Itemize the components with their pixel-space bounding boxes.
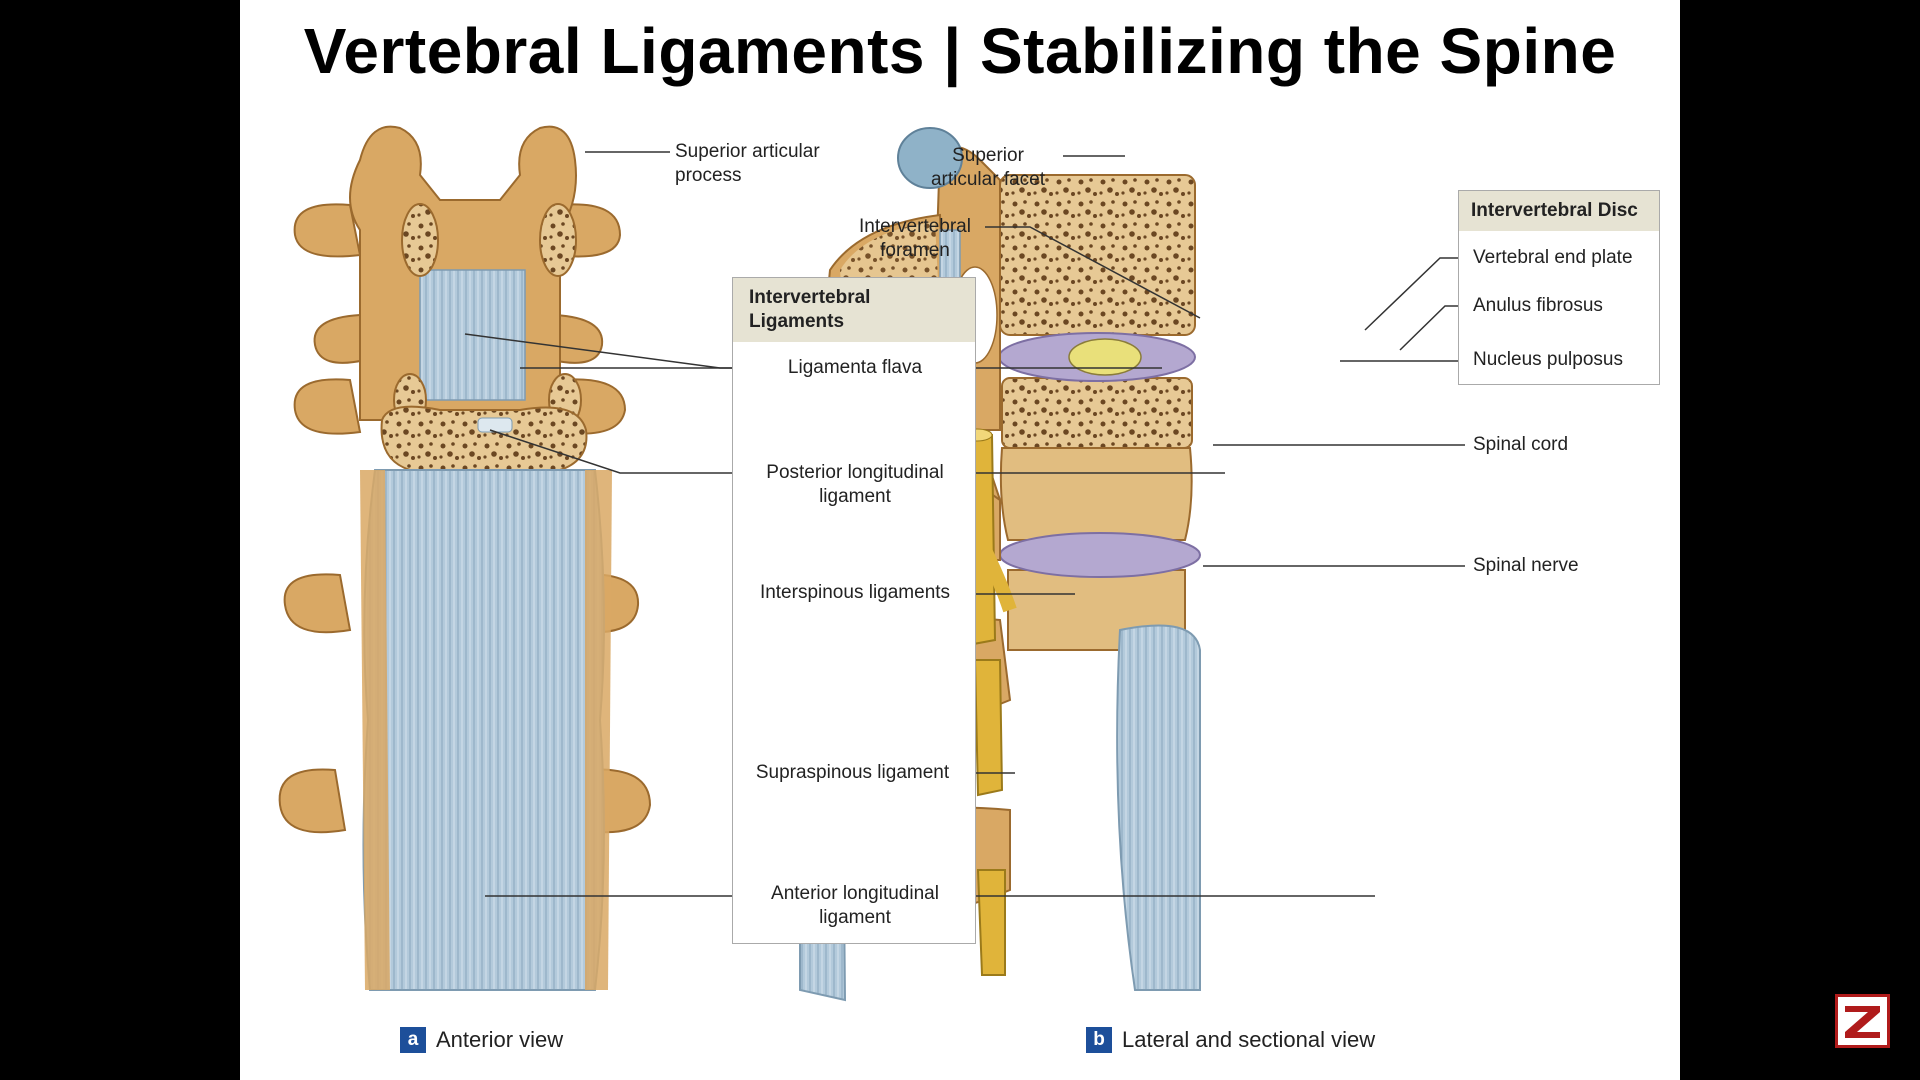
label-ligamenta-flava: Ligamenta flava bbox=[780, 356, 930, 380]
label-supraspinous-ligament: Supraspinous ligament bbox=[745, 761, 960, 785]
leader-lines bbox=[464, 151, 1465, 897]
label-superior-articular-facet: Superior articular facet bbox=[930, 145, 1046, 190]
label-anulus-fibrosus: Anulus fibrosus bbox=[1473, 295, 1603, 316]
caption-text-a: Anterior view bbox=[436, 1027, 564, 1052]
label-nucleus-pulposus: Nucleus pulposus bbox=[1473, 349, 1623, 370]
channel-logo-icon bbox=[1835, 994, 1890, 1048]
caption-badge-a: a bbox=[400, 1027, 426, 1053]
ligaments-box-heading: Intervertebral Ligaments bbox=[733, 278, 975, 342]
disc-box-heading: Intervertebral Disc bbox=[1459, 191, 1659, 231]
label-vertebral-end-plate: Vertebral end plate bbox=[1473, 247, 1633, 268]
label-anterior-longitudinal-ligament: Anterior longitudinal ligament bbox=[765, 882, 945, 930]
label-intervertebral-foramen: Intervertebral foramen bbox=[859, 216, 971, 261]
caption-anterior-view: a Anterior view bbox=[400, 1027, 563, 1053]
label-spinal-nerve: Spinal nerve bbox=[1473, 555, 1579, 576]
label-posterior-longitudinal-ligament: Posterior longitudinal ligament bbox=[755, 461, 955, 509]
slide-title: Vertebral Ligaments | Stabilizing the Sp… bbox=[303, 15, 1617, 87]
intervertebral-disc-box: Intervertebral Disc bbox=[1458, 190, 1660, 385]
caption-lateral-view: b Lateral and sectional view bbox=[1086, 1027, 1375, 1053]
caption-badge-b: b bbox=[1086, 1027, 1112, 1053]
label-spinal-cord: Spinal cord bbox=[1473, 434, 1569, 455]
slide: Vertebral Ligaments | Stabilizing the Sp… bbox=[240, 0, 1680, 1080]
label-interspinous-ligaments: Interspinous ligaments bbox=[750, 581, 960, 605]
intervertebral-ligaments-box: Intervertebral Ligaments bbox=[732, 277, 976, 944]
label-superior-articular-process: Superior articular process bbox=[675, 141, 820, 186]
anterior-view-figure bbox=[278, 125, 652, 991]
caption-text-b: Lateral and sectional view bbox=[1122, 1027, 1376, 1052]
